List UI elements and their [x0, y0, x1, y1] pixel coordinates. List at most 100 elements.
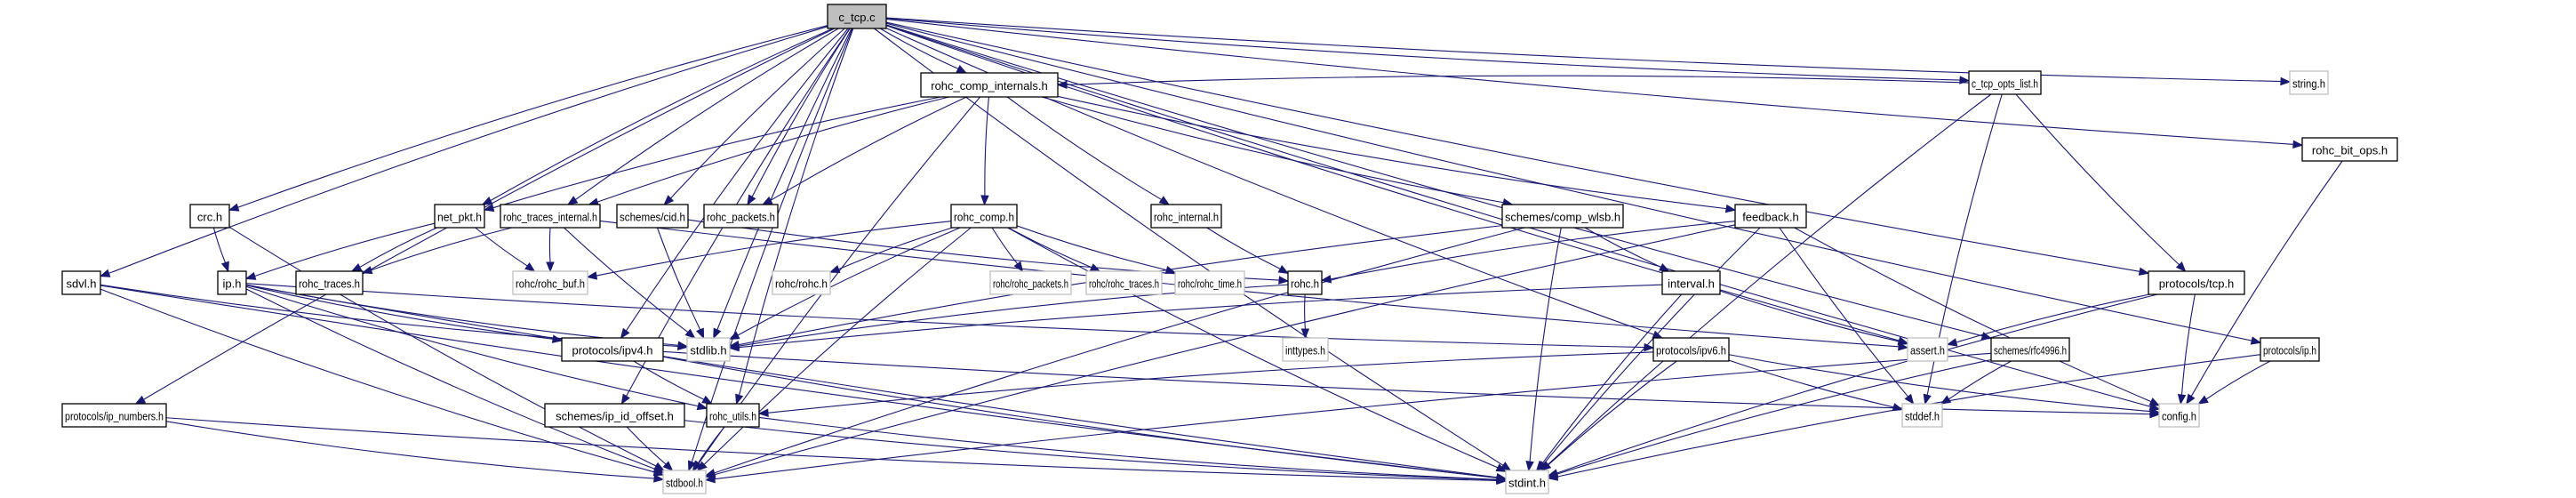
edge-line [633, 360, 705, 400]
arrowhead-icon [350, 262, 363, 272]
edge-line [1304, 293, 1306, 330]
arrowhead-icon [134, 395, 147, 405]
node-label: rohc/rohc_traces.h [1089, 277, 1159, 291]
node-label: rohc_bit_ops.h [2312, 144, 2388, 157]
edge-feedback-h-to-stddef-h [1779, 227, 1915, 406]
edge-line [492, 96, 941, 209]
edge-line [245, 288, 656, 470]
node-box [989, 270, 1072, 295]
node-sdvl-h[interactable]: sdvl.h [61, 270, 101, 295]
node-schemes-rfc4996-h[interactable]: schemes/rfc4996.h [1990, 337, 2070, 362]
node-box [1907, 337, 1948, 362]
node-net-pkt-h[interactable]: net_pkt.h [434, 204, 485, 229]
arrowhead-icon [620, 327, 630, 340]
arrowhead-icon [662, 461, 674, 471]
node-protocols-ipv4-h[interactable]: protocols/ipv4.h [561, 337, 664, 362]
arrowhead-icon [1923, 393, 1932, 406]
arrowhead-icon [1897, 337, 1909, 346]
node-schemes-comp-wlsb-h[interactable]: schemes/comp_wlsb.h [1501, 204, 1624, 229]
node-box [1734, 204, 1807, 229]
node-schemes-cid-h[interactable]: schemes/cid.h [616, 204, 689, 229]
edge-line [770, 96, 967, 201]
edge-feedback-h-to-config-h [1794, 227, 2161, 406]
edge-c-tcp-opts-list-h-to-protocols-tcp-h [2015, 93, 2187, 272]
arrowhead-icon [361, 266, 373, 275]
edge-line [991, 227, 1019, 265]
edge-rohc-comp-h-to-rohc-rohc-time-h [1016, 225, 1177, 275]
edge-line [165, 421, 655, 479]
node-ip-h[interactable]: ip.h [217, 270, 247, 295]
edge-line [1728, 359, 1894, 408]
node-rohc-traces-h[interactable]: rohc_traces.h [295, 270, 364, 295]
node-stddef-h: stddef.h [1901, 403, 1943, 428]
arrowhead-icon [481, 197, 493, 205]
arrowhead-icon [2175, 261, 2187, 272]
node-rohc-comp-internals-h[interactable]: rohc_comp_internals.h [920, 72, 1059, 98]
node-c-tcp-c[interactable]: c_tcp.c [827, 4, 887, 29]
node-schemes-ip-id-offset-h[interactable]: schemes/ip_id_offset.h [544, 403, 685, 428]
node-rohc-comp-h[interactable]: rohc_comp.h [950, 204, 1018, 229]
arrowhead-icon [663, 195, 675, 205]
edge-line [1794, 227, 2152, 403]
node-box [772, 270, 831, 295]
edge-schemes-cid-h-to-stdlib-h [656, 227, 705, 340]
arrowhead-icon [586, 271, 598, 280]
arrowhead-icon [684, 328, 696, 339]
edge-protocols-tcp-h-to-assert-h [1946, 293, 2150, 347]
node-label: protocols/ip.h [2263, 344, 2316, 357]
edge-net-pkt-h-to-ip-h [244, 222, 436, 280]
edge-line [885, 17, 1961, 81]
arrowhead-icon [2197, 395, 2209, 405]
node-rohc-internal-h[interactable]: rohc_internal.h [1150, 204, 1222, 229]
edge-line [738, 284, 1663, 349]
edge-c-tcp-c-to-rohc-comp-internals-h [879, 28, 968, 74]
node-rohc-traces-internal-h[interactable]: rohc_traces_internal.h [500, 204, 601, 229]
arrowhead-icon [2292, 140, 2304, 149]
arrowhead-icon [2148, 398, 2161, 406]
edge-rohc-comp-internals-h-to-rohc-traces-internal-h [588, 96, 949, 206]
edge-line [738, 28, 854, 396]
node-label: crc.h [197, 211, 222, 224]
node-protocols-ip-numbers-h[interactable]: protocols/ip_numbers.h [61, 403, 167, 428]
node-box [616, 204, 689, 229]
node-box [295, 270, 364, 295]
arrowhead-icon [1540, 461, 1552, 471]
node-label: stddef.h [1905, 410, 1940, 423]
edge-line [1057, 95, 1727, 210]
arrowhead-icon [1158, 196, 1171, 205]
edge-line [2180, 293, 2196, 396]
arrowhead-icon [2250, 336, 2262, 345]
node-label: config.h [2162, 410, 2196, 423]
node-protocols-ipv6-h[interactable]: protocols/ipv6.h [1652, 337, 1730, 362]
edge-rohc-comp-internals-h-to-net-pkt-h [483, 96, 941, 213]
node-label: interval.h [1668, 277, 1715, 291]
node-crc-h[interactable]: crc.h [189, 204, 230, 229]
node-label: stdlib.h [690, 344, 726, 357]
node-label: rohc/rohc.h [775, 277, 828, 291]
node-feedback-h[interactable]: feedback.h [1734, 204, 1807, 229]
node-c-tcp-opts-list-h[interactable]: c_tcp_opts_list.h [1968, 70, 2042, 95]
edge-line [697, 426, 725, 464]
node-rohc-bit-ops-h[interactable]: rohc_bit_ops.h [2301, 137, 2398, 162]
node-interval-h[interactable]: interval.h [1661, 270, 1721, 295]
edge-line [237, 25, 828, 208]
node-label: stdint.h [1508, 477, 1546, 490]
node-box [1901, 403, 1943, 428]
node-box [706, 403, 760, 428]
node-rohc-h[interactable]: rohc.h [1287, 270, 1323, 295]
edge-rohc-comp-h-to-rohc-rohc-packets-h [991, 227, 1024, 273]
edge-schemes-rfc4996-h-to-stdbool-h [704, 352, 1992, 484]
node-protocols-ip-h[interactable]: protocols/ip.h [2260, 337, 2320, 362]
node-stdbool-h: stdbool.h [662, 470, 707, 494]
edge-crc-h-to-ip-h [212, 227, 229, 273]
edge-line [575, 28, 839, 200]
arrowhead-icon [1320, 275, 1332, 284]
node-label: schemes/comp_wlsb.h [1505, 211, 1620, 224]
node-protocols-tcp-h[interactable]: protocols/tcp.h [2148, 270, 2245, 295]
node-rohc-packets-h[interactable]: rohc_packets.h [703, 204, 779, 229]
edge-c-tcp-c-to-stdbool-h [688, 28, 853, 472]
edge-line [596, 96, 949, 203]
edge-line [1956, 293, 2150, 343]
node-rohc-utils-h[interactable]: rohc_utils.h [706, 403, 760, 428]
